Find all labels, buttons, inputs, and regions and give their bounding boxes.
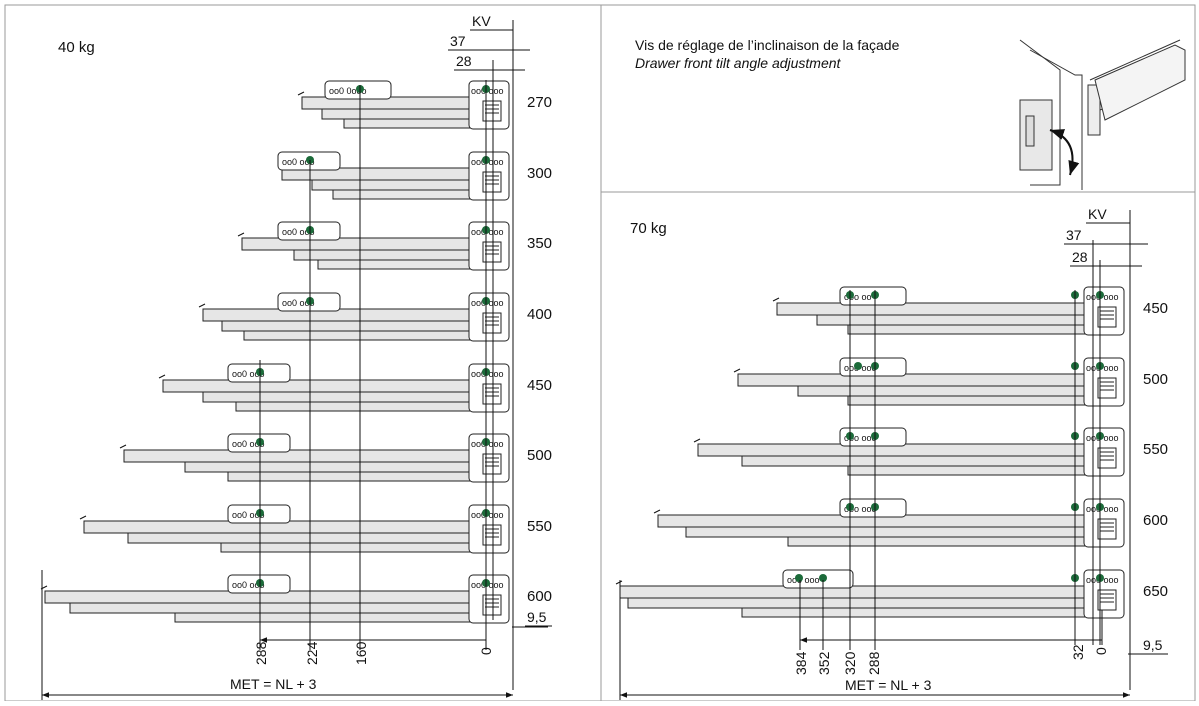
tilt-title-en: Drawer front tilt angle adjustment bbox=[635, 55, 842, 71]
length-label-400: 400 bbox=[527, 306, 552, 323]
left-bottom-dim-labels: 288 224 160 0 bbox=[253, 641, 494, 665]
mounting-hole-dot bbox=[819, 574, 827, 582]
length-label-450: 450 bbox=[527, 377, 552, 394]
length-label-550: 550 bbox=[1143, 441, 1168, 458]
left-dim95-label: 9,5 bbox=[527, 609, 547, 625]
left-dim37-label: 37 bbox=[450, 33, 466, 49]
svg-text:oo0 ooo: oo0 ooo bbox=[282, 157, 315, 167]
right-dim-384: 384 bbox=[793, 651, 809, 675]
svg-text:oo0 ooo: oo0 ooo bbox=[232, 369, 265, 379]
tilt-adjustment-illustration bbox=[1019, 39, 1186, 190]
svg-text:ooo ooo: ooo ooo bbox=[787, 575, 820, 585]
left-dim-288: 288 bbox=[253, 641, 269, 665]
length-label-500: 500 bbox=[1143, 371, 1168, 388]
left-load-label: 40 kg bbox=[58, 39, 95, 56]
svg-text:oo0 ooo: oo0 ooo bbox=[232, 580, 265, 590]
tilt-title-fr: Vis de réglage de l’inclinaison de la fa… bbox=[635, 37, 900, 53]
right-kv-label: KV bbox=[1088, 206, 1107, 222]
left-dim28-label: 28 bbox=[456, 53, 472, 69]
tilt-adjustment-section: Vis de réglage de l’inclinaison de la fa… bbox=[635, 37, 1186, 190]
length-label-600: 600 bbox=[527, 588, 552, 605]
right-dim-320: 320 bbox=[842, 651, 858, 675]
mounting-hole-dot bbox=[854, 362, 862, 370]
svg-text:ooo ooo: ooo ooo bbox=[844, 504, 877, 514]
right-dim-288: 288 bbox=[866, 651, 882, 675]
svg-text:oo0 ooo: oo0 ooo bbox=[282, 298, 315, 308]
length-label-600: 600 bbox=[1143, 512, 1168, 529]
length-label-300: 300 bbox=[527, 165, 552, 182]
length-label-650: 650 bbox=[1143, 583, 1168, 600]
left-dim-224: 224 bbox=[304, 641, 320, 665]
right-met-label: MET = NL + 3 bbox=[845, 677, 932, 693]
svg-text:oo0 ooo: oo0 ooo bbox=[282, 227, 315, 237]
length-label-270: 270 bbox=[527, 94, 552, 111]
length-label-350: 350 bbox=[527, 235, 552, 252]
left-kv-label: KV bbox=[472, 13, 491, 29]
mounting-hole-dot bbox=[795, 574, 803, 582]
svg-text:oo0 ooo: oo0 ooo bbox=[232, 510, 265, 520]
svg-text:ooo oo: ooo oo bbox=[844, 292, 872, 302]
right-dim-0: 0 bbox=[1093, 647, 1109, 655]
left-met-label: MET = NL + 3 bbox=[230, 676, 317, 692]
right-dim95-label: 9,5 bbox=[1143, 637, 1163, 653]
right-load-label: 70 kg bbox=[630, 220, 667, 237]
svg-text:oo0 ooo: oo0 ooo bbox=[232, 439, 265, 449]
svg-text:oo0 0ooo: oo0 0ooo bbox=[329, 86, 367, 96]
left-top-dimension-lines bbox=[470, 20, 530, 690]
length-label-450: 450 bbox=[1143, 300, 1168, 317]
left-dim-0: 0 bbox=[478, 647, 494, 655]
right-dim-352: 352 bbox=[816, 651, 832, 675]
right-bottom-dim-labels: 384 352 320 288 32 0 bbox=[793, 644, 1109, 675]
right-dim37-label: 37 bbox=[1066, 227, 1082, 243]
right-dim-32: 32 bbox=[1070, 644, 1086, 660]
left-dim-160: 160 bbox=[353, 641, 369, 665]
right-dim28-label: 28 bbox=[1072, 249, 1088, 265]
svg-text:ooo ooo: ooo ooo bbox=[844, 433, 877, 443]
length-label-500: 500 bbox=[527, 447, 552, 464]
length-label-550: 550 bbox=[527, 518, 552, 535]
left-bottom-dimensions bbox=[41, 570, 548, 700]
